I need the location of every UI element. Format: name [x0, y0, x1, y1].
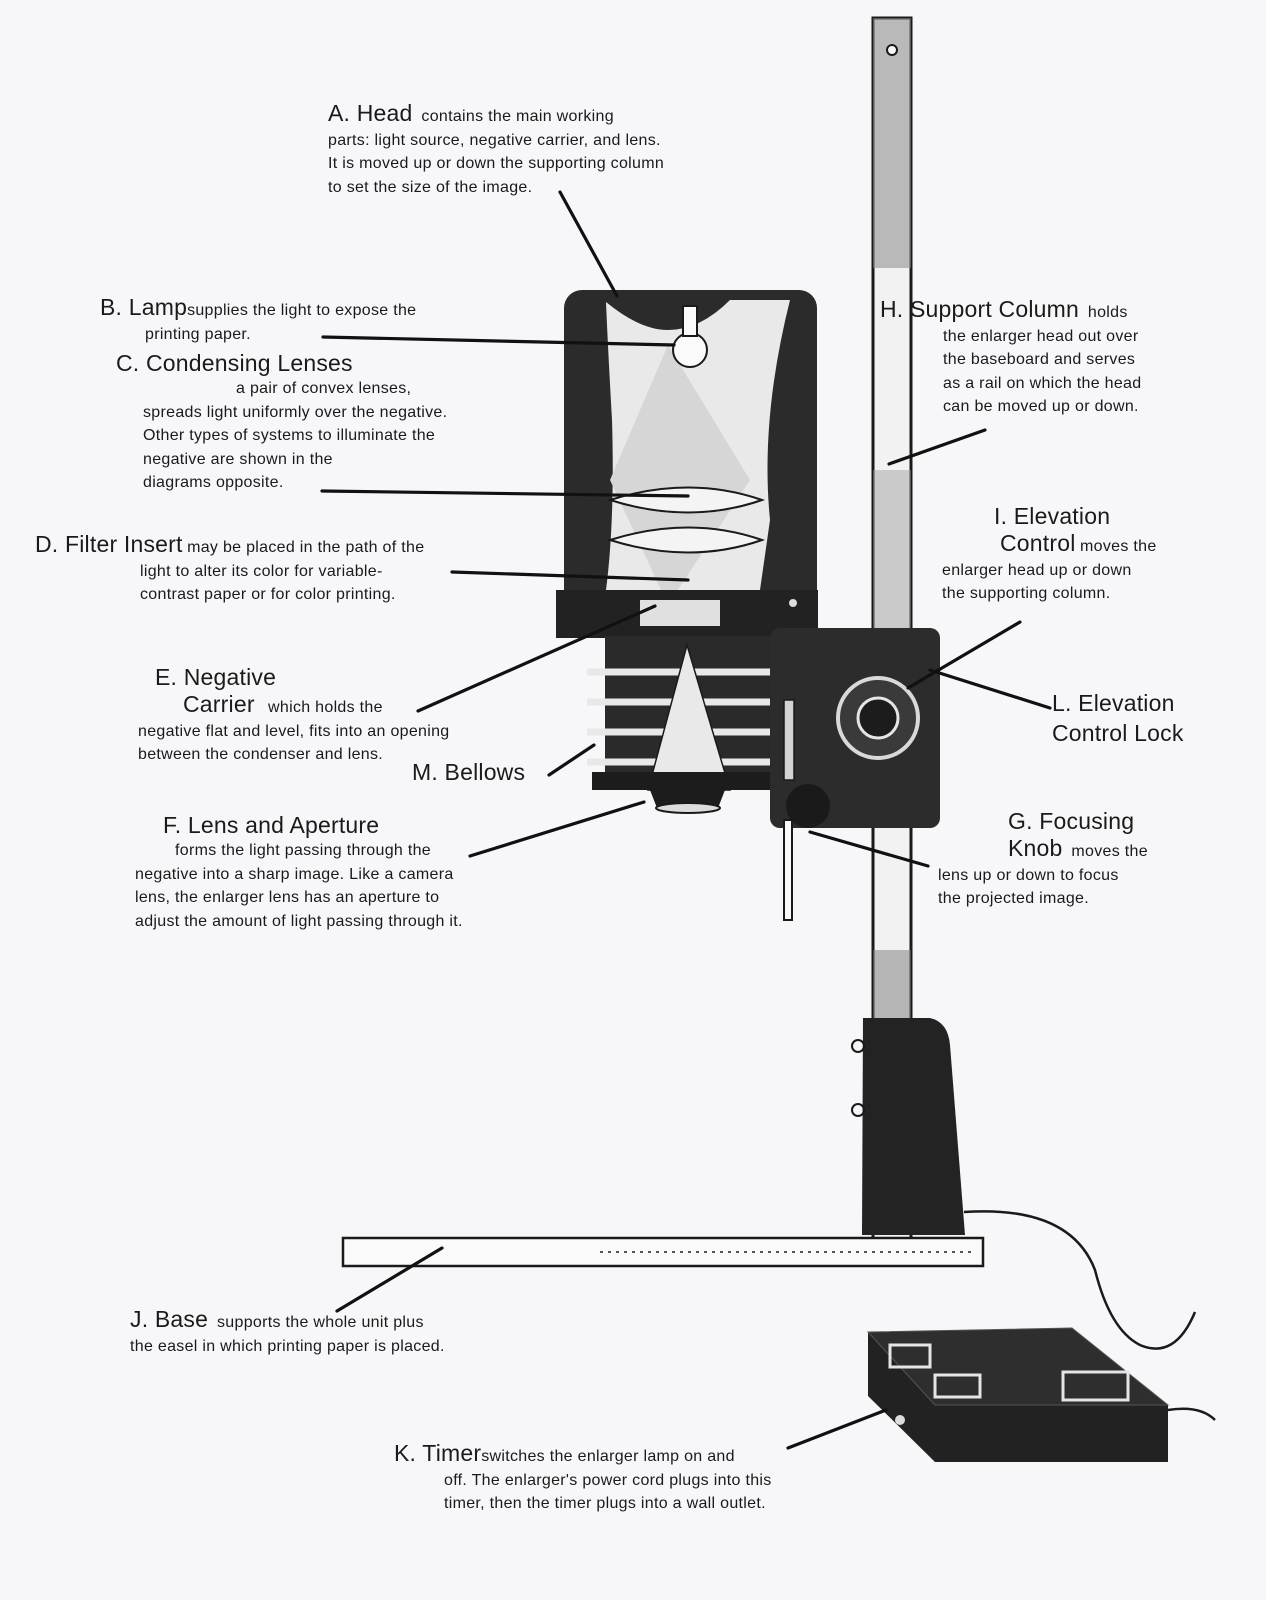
label-h-desc-3: the baseboard and serves	[943, 351, 1136, 368]
label-i-desc-1: moves the	[1080, 538, 1157, 555]
label-g-title-1: G. Focusing	[1008, 808, 1135, 834]
foot-screw-icon	[851, 1103, 865, 1117]
enlarger-head-drawing	[556, 290, 818, 638]
label-h-desc-5: can be moved up or down.	[943, 398, 1139, 415]
label-d-title: D. Filter Insert	[35, 531, 183, 557]
leader-line-k	[786, 1408, 888, 1450]
label-e-desc-3: between the condenser and lens.	[138, 746, 384, 763]
bellows-drawing	[587, 636, 787, 814]
label-j-desc-2: the easel in which printing paper is pla…	[130, 1337, 445, 1355]
label-h-desc-2: the enlarger head out over	[943, 327, 1139, 345]
label-h-desc-1: holds	[1087, 304, 1128, 321]
label-d-desc-2: light to alter its color for variable-	[140, 562, 383, 580]
label-h-support-column: H. Support Column holds the enlarger hea…	[880, 296, 1180, 419]
label-a-desc-2: parts: light source, negative carrier, a…	[328, 131, 661, 149]
label-k-desc-2: off. The enlarger's power cord plugs int…	[444, 1471, 772, 1489]
label-a-head: A. Head contains the main working parts:…	[328, 100, 728, 199]
timer-drawing	[866, 1327, 1170, 1462]
leader-line-h	[887, 428, 987, 466]
leader-line-a	[558, 190, 619, 298]
leader-line-f	[468, 800, 646, 858]
label-b-title: B. Lamp	[100, 294, 188, 320]
label-k-timer: K. Timerswitches the enlarger lamp on an…	[394, 1440, 814, 1516]
foot-screw-icon	[851, 1039, 865, 1053]
label-i-elevation-control: I. Elevation Control moves the enlarger …	[942, 503, 1192, 606]
label-k-desc-3: timer, then the timer plugs into a wall …	[444, 1495, 766, 1512]
label-d-desc-1: may be placed in the path of the	[187, 539, 425, 556]
label-f-desc-4: adjust the amount of light passing throu…	[135, 912, 463, 930]
label-g-title-2: Knob	[1008, 835, 1063, 861]
label-m-bellows: M. Bellows	[412, 759, 525, 786]
label-e-desc-1: which holds the	[268, 699, 383, 716]
leader-line-l	[928, 668, 1052, 710]
label-g-desc-1: moves the	[1071, 843, 1148, 860]
label-a-title: A. Head	[328, 100, 413, 126]
label-l-title-1: L. Elevation	[1052, 690, 1175, 716]
leader-line-g	[808, 830, 930, 868]
label-f-lens-aperture: F. Lens and Aperture forms the light pas…	[135, 812, 495, 933]
label-h-desc-4: as a rail on which the head	[943, 374, 1142, 392]
label-f-desc-3: lens, the enlarger lens has an aperture …	[135, 889, 440, 906]
label-c-desc-3: Other types of systems to illuminate the	[143, 427, 436, 444]
label-k-desc-1: switches the enlarger lamp on and	[481, 1448, 735, 1465]
label-j-title: J. Base	[130, 1306, 209, 1332]
power-cord-drawing	[963, 1210, 1197, 1350]
label-i-desc-3: the supporting column.	[942, 585, 1111, 602]
label-e-desc-2: negative flat and level, fits into an op…	[138, 722, 450, 740]
power-cord-drawing	[1167, 1407, 1216, 1421]
baseboard-drawing	[341, 1236, 985, 1268]
label-k-title: K. Timer	[394, 1440, 482, 1466]
label-d-desc-3: contrast paper or for color printing.	[140, 586, 396, 603]
label-c-desc-4: negative are shown in the	[143, 450, 333, 468]
label-e-title-1: E. Negative	[155, 664, 277, 690]
label-c-desc-1: a pair of convex lenses,	[236, 380, 412, 397]
leader-line-d	[450, 570, 690, 582]
leader-line-m	[547, 743, 596, 777]
label-l-title-2: Control Lock	[1052, 720, 1184, 746]
label-i-title-1: I. Elevation	[994, 503, 1111, 529]
label-c-desc-2: spreads light uniformly over the negativ…	[143, 403, 448, 421]
label-b-desc-2: printing paper.	[145, 325, 251, 343]
label-m-title: M. Bellows	[412, 759, 526, 785]
leader-line-j	[335, 1246, 444, 1313]
label-f-desc-1: forms the light passing through the	[175, 842, 431, 859]
label-g-desc-3: the projected image.	[938, 890, 1089, 907]
column-foot-drawing	[862, 1018, 965, 1235]
label-c-desc-5: diagrams opposite.	[143, 474, 284, 491]
label-f-desc-2: negative into a sharp image. Like a came…	[135, 865, 454, 883]
label-g-desc-2: lens up or down to focus	[938, 866, 1119, 884]
leader-line-i	[906, 620, 1022, 690]
label-b-desc-1: supplies the light to expose the	[187, 302, 417, 319]
label-c-title: C. Condensing Lenses	[116, 350, 353, 376]
label-a-desc-1: contains the main working	[421, 108, 614, 125]
label-b-lamp: B. Lampsupplies the light to expose the …	[100, 294, 460, 346]
label-e-title-2: Carrier	[183, 691, 255, 717]
leader-line-e	[416, 604, 657, 713]
label-a-desc-4: to set the size of the image.	[328, 178, 533, 196]
label-h-title: H. Support Column	[880, 296, 1079, 322]
label-i-title-2: Control	[1000, 530, 1076, 556]
leader-lines	[320, 190, 1052, 1450]
elevation-control-drawing	[770, 628, 940, 921]
label-i-desc-2: enlarger head up or down	[942, 561, 1132, 579]
label-l-elevation-control-lock: L. Elevation Control Lock	[1052, 690, 1252, 747]
label-f-title: F. Lens and Aperture	[163, 812, 380, 838]
label-c-condensing-lenses: C. Condensing Lenses a pair of convex le…	[116, 350, 496, 495]
leader-line-c	[320, 489, 690, 498]
label-a-desc-3: It is moved up or down the supporting co…	[328, 155, 665, 172]
label-j-base: J. Base supports the whole unit plus the…	[130, 1306, 510, 1358]
label-d-filter-insert: D. Filter Insert may be placed in the pa…	[35, 531, 475, 607]
label-e-negative-carrier: E. Negative Carrier which holds the nega…	[138, 664, 498, 767]
leader-line-b	[321, 335, 676, 347]
label-j-desc-1: supports the whole unit plus	[217, 1314, 424, 1331]
label-g-focusing-knob: G. Focusing Knob moves the lens up or do…	[938, 808, 1198, 911]
